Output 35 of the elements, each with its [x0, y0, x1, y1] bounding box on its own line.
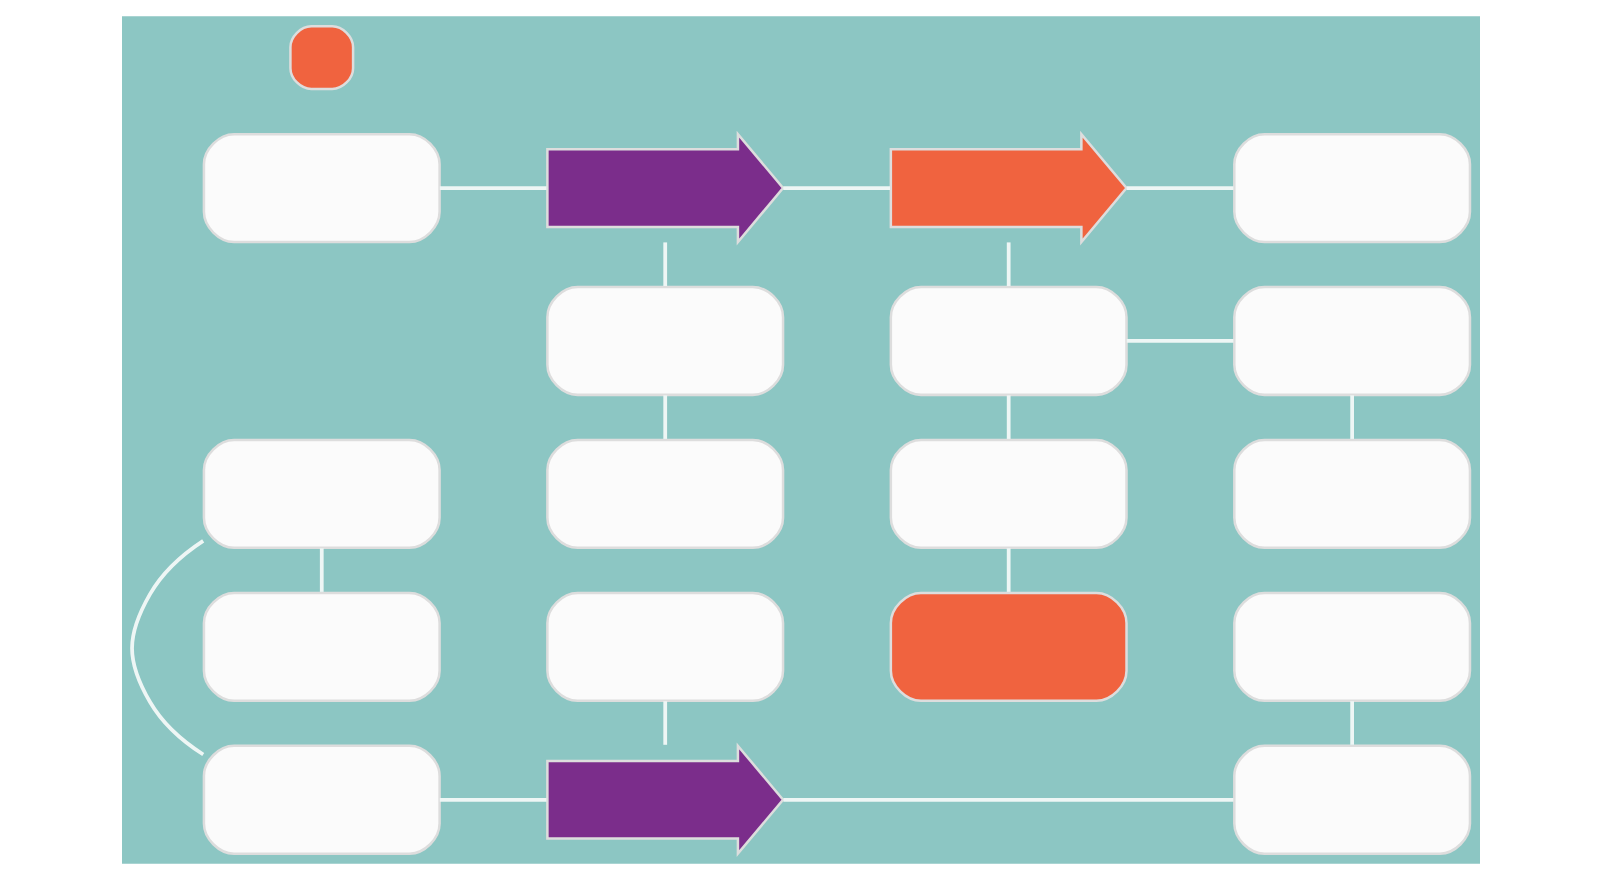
node-box [288, 25, 354, 91]
connector [782, 186, 889, 190]
node-box [545, 285, 784, 397]
node-box [888, 285, 1127, 397]
connector [318, 548, 323, 592]
node-box [201, 591, 440, 702]
node-box [201, 132, 440, 244]
node-box [1232, 132, 1471, 244]
connector [1349, 701, 1354, 745]
connector [1005, 242, 1010, 286]
node-box [888, 591, 1127, 702]
connector [1349, 395, 1354, 439]
connector [1125, 339, 1233, 343]
connector [438, 797, 546, 802]
node-box [545, 438, 784, 550]
node-box [201, 744, 440, 855]
node-box [201, 438, 440, 550]
connector [1005, 548, 1010, 592]
node-box [888, 438, 1127, 550]
connector [438, 186, 546, 190]
connector [662, 701, 667, 745]
connector [782, 797, 1233, 802]
connector [1125, 186, 1233, 190]
node-box [545, 591, 784, 702]
node-arrow [888, 130, 1128, 246]
connector [129, 539, 204, 757]
node-box [1232, 285, 1471, 397]
node-box [1232, 591, 1471, 702]
node-arrow [545, 742, 784, 858]
node-box [1232, 438, 1471, 550]
connector [662, 242, 667, 286]
connector [662, 395, 667, 439]
node-box [1232, 744, 1471, 855]
connector [1005, 395, 1010, 439]
node-arrow [545, 130, 784, 246]
